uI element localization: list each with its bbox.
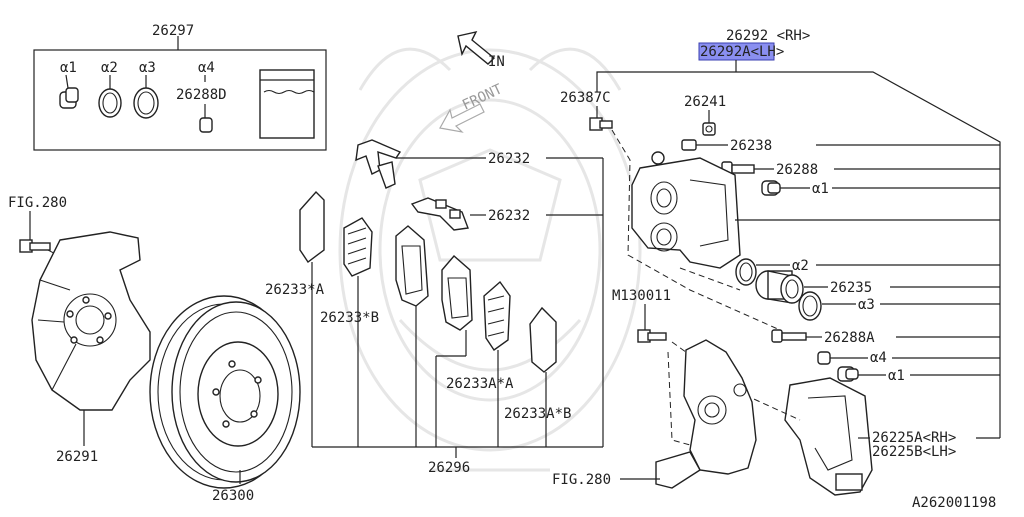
piston-label: 26235 — [830, 280, 872, 296]
alpha4-label: α4 — [870, 350, 887, 366]
watermark-crest — [338, 47, 642, 472]
front-arrow: FRONT — [439, 81, 505, 133]
pin-sleeve-icon[interactable] — [817, 351, 831, 365]
kit-item-alpha3-label: α3 — [139, 60, 156, 76]
pad-shim-a-part[interactable] — [299, 190, 325, 264]
alpha1-label: α1 — [812, 181, 829, 197]
bolt-m-label: M130011 — [612, 288, 671, 304]
alpha2-label: α2 — [792, 258, 809, 274]
knuckle-bolt-icon[interactable] — [637, 329, 667, 343]
kit-number-label: 26297 — [152, 23, 194, 39]
pad-shim-ab-label: 26233A*B — [504, 406, 571, 422]
pad-shim-aa-label: 26233A*A — [446, 376, 514, 392]
cover-label: 26291 — [56, 449, 98, 465]
kit-item-alpha4-label: α4 — [198, 60, 215, 76]
repair-kit-group[interactable]: 26297 α1 α2 α3 α4 26288D — [33, 23, 327, 151]
bleeder-screw-icon[interactable] — [681, 139, 697, 151]
kit-item-alpha1-label: α1 — [60, 60, 77, 76]
kit-item-alpha2-label: α2 — [101, 60, 118, 76]
shim-clip-lower[interactable] — [410, 197, 469, 231]
pad-shim-a-label: 26233*A — [265, 282, 325, 298]
shim-clip-upper[interactable] — [355, 139, 402, 189]
bracket-rh-label: 26225A<RH> — [872, 430, 956, 446]
bracket-lh-label: 26225B<LH> — [872, 444, 956, 460]
alpha3-label: α3 — [858, 297, 875, 313]
brake-pad-1[interactable] — [395, 225, 429, 307]
guide-pin-label: 26288 — [776, 162, 818, 178]
pad-shim-b-part[interactable] — [343, 217, 373, 277]
pad-set-label: 26296 — [428, 460, 470, 476]
bleeder-label: 26238 — [730, 138, 772, 154]
pad-shim-b-label: 26233*B — [320, 310, 379, 326]
bolt-caliper-label: 26387C — [560, 90, 611, 106]
caliper-lh-label[interactable]: 26292A<LH> — [700, 44, 784, 60]
pin-boot-icon[interactable] — [761, 180, 781, 196]
kit-pin-icon — [199, 75, 213, 133]
kit-item-pin-label: 26288D — [176, 87, 227, 103]
piston-dust-seal-icon[interactable] — [798, 291, 822, 321]
fig-bottom-label: FIG.280 — [552, 472, 611, 488]
bleeder-cap-icon[interactable] — [702, 122, 716, 136]
pin-boot-lower-icon[interactable] — [837, 366, 859, 382]
caliper-bracket-line — [596, 71, 1001, 438]
nut-caliper-label: 26241 — [684, 94, 726, 110]
in-arrow: IN — [457, 30, 505, 70]
kit-box-frame — [33, 49, 327, 151]
alpha1-lower-label: α1 — [888, 368, 905, 384]
pad-shim-aa-part[interactable] — [483, 280, 511, 351]
shim-upper-label: 26232 — [488, 151, 530, 167]
kit-seal-icon — [98, 75, 122, 118]
rotor-label: 26300 — [212, 488, 254, 504]
brake-rotor[interactable] — [149, 295, 301, 489]
dust-cover[interactable] — [31, 231, 151, 411]
in-arrow-label: IN — [488, 54, 505, 70]
guide-pin-a-label: 26288A — [824, 330, 875, 346]
grease-packet-icon — [259, 69, 315, 139]
steering-knuckle[interactable] — [655, 339, 757, 489]
reference-code: A262001198 — [912, 495, 996, 511]
caliper-rh-label: 26292 <RH> — [726, 28, 810, 44]
shim-lower-label: 26232 — [488, 208, 530, 224]
piston-seal-icon[interactable] — [735, 258, 757, 286]
caliper-bolt-icon[interactable] — [589, 106, 613, 131]
pad-shim-ab-part[interactable] — [529, 306, 557, 373]
kit-dust-seal-icon — [133, 75, 159, 119]
cover-bolt-icon[interactable] — [19, 239, 51, 253]
piston-icon[interactable] — [755, 270, 804, 304]
kit-boot-icon — [59, 74, 79, 109]
caliper-bracket[interactable] — [784, 377, 873, 496]
brake-pad-2[interactable] — [441, 255, 473, 331]
fig-top-label: FIG.280 — [8, 195, 67, 211]
caliper-body[interactable] — [631, 151, 741, 269]
guide-pin-a-icon[interactable] — [771, 329, 807, 343]
